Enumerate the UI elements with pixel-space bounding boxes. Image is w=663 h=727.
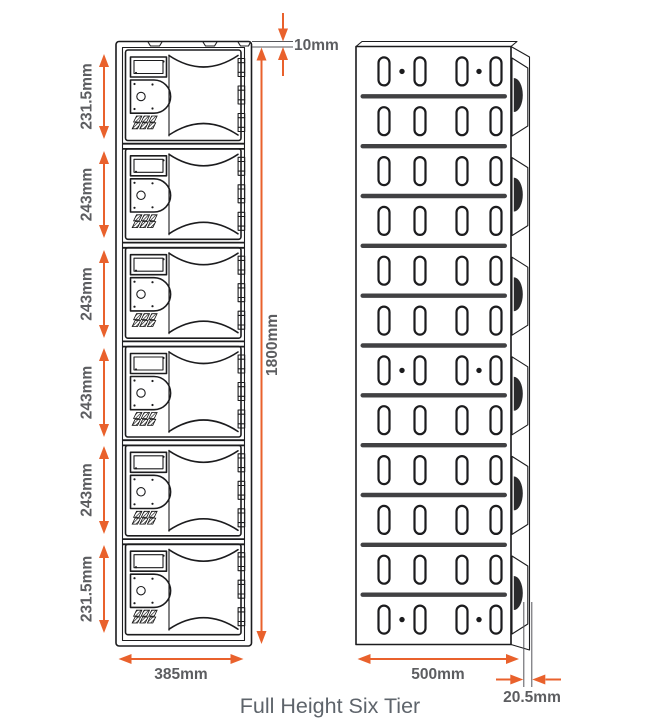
tier-door-4	[126, 347, 245, 438]
dim-overall-depth-label: 500mm	[411, 666, 464, 683]
tier-shelf-lines	[123, 142, 244, 546]
tier-door-3	[126, 248, 245, 339]
dim-tier-2-label: 243mm	[79, 168, 96, 221]
side-panel-strip	[510, 45, 531, 651]
dim-overall-depth: 500mm	[357, 654, 519, 683]
tier-door-2	[126, 149, 245, 240]
dim-tier-4-height: 243mm	[79, 348, 109, 437]
tier-door-1	[126, 50, 245, 141]
tier-door-5	[126, 445, 245, 536]
dim-side-panel-width: 20.5mm	[496, 602, 561, 706]
dim-total-height: 1800mm	[256, 47, 281, 644]
dim-tier-5-height: 243mm	[79, 446, 109, 534]
dim-tier-4-label: 243mm	[79, 366, 96, 419]
dim-tier-1-height: 231.5mm	[79, 54, 109, 139]
dim-overall-width-label: 385mm	[154, 666, 207, 683]
front-view-drawing	[115, 40, 253, 647]
tier-door-6	[126, 544, 245, 635]
side-panel-separators	[360, 94, 507, 597]
dim-side-panel-width-label: 20.5mm	[503, 689, 561, 706]
dim-top-thickness-label: 10mm	[294, 37, 339, 54]
dim-total-height-label: 1800mm	[264, 314, 281, 376]
dim-tier-2-height: 243mm	[79, 151, 109, 238]
dim-tier-5-label: 243mm	[79, 463, 96, 516]
dim-tier-6-label: 231.5mm	[79, 556, 96, 622]
dim-tier-3-label: 243mm	[79, 267, 96, 320]
dim-top-thickness: 10mm	[252, 13, 339, 76]
dim-overall-width: 385mm	[118, 654, 244, 683]
dim-tier-1-label: 231.5mm	[79, 63, 96, 129]
diagram-title: Full Height Six Tier	[240, 694, 420, 718]
dim-tier-3-height: 243mm	[79, 250, 109, 338]
dim-tier-6-height: 231.5mm	[79, 545, 109, 633]
side-view-drawing	[355, 40, 531, 651]
